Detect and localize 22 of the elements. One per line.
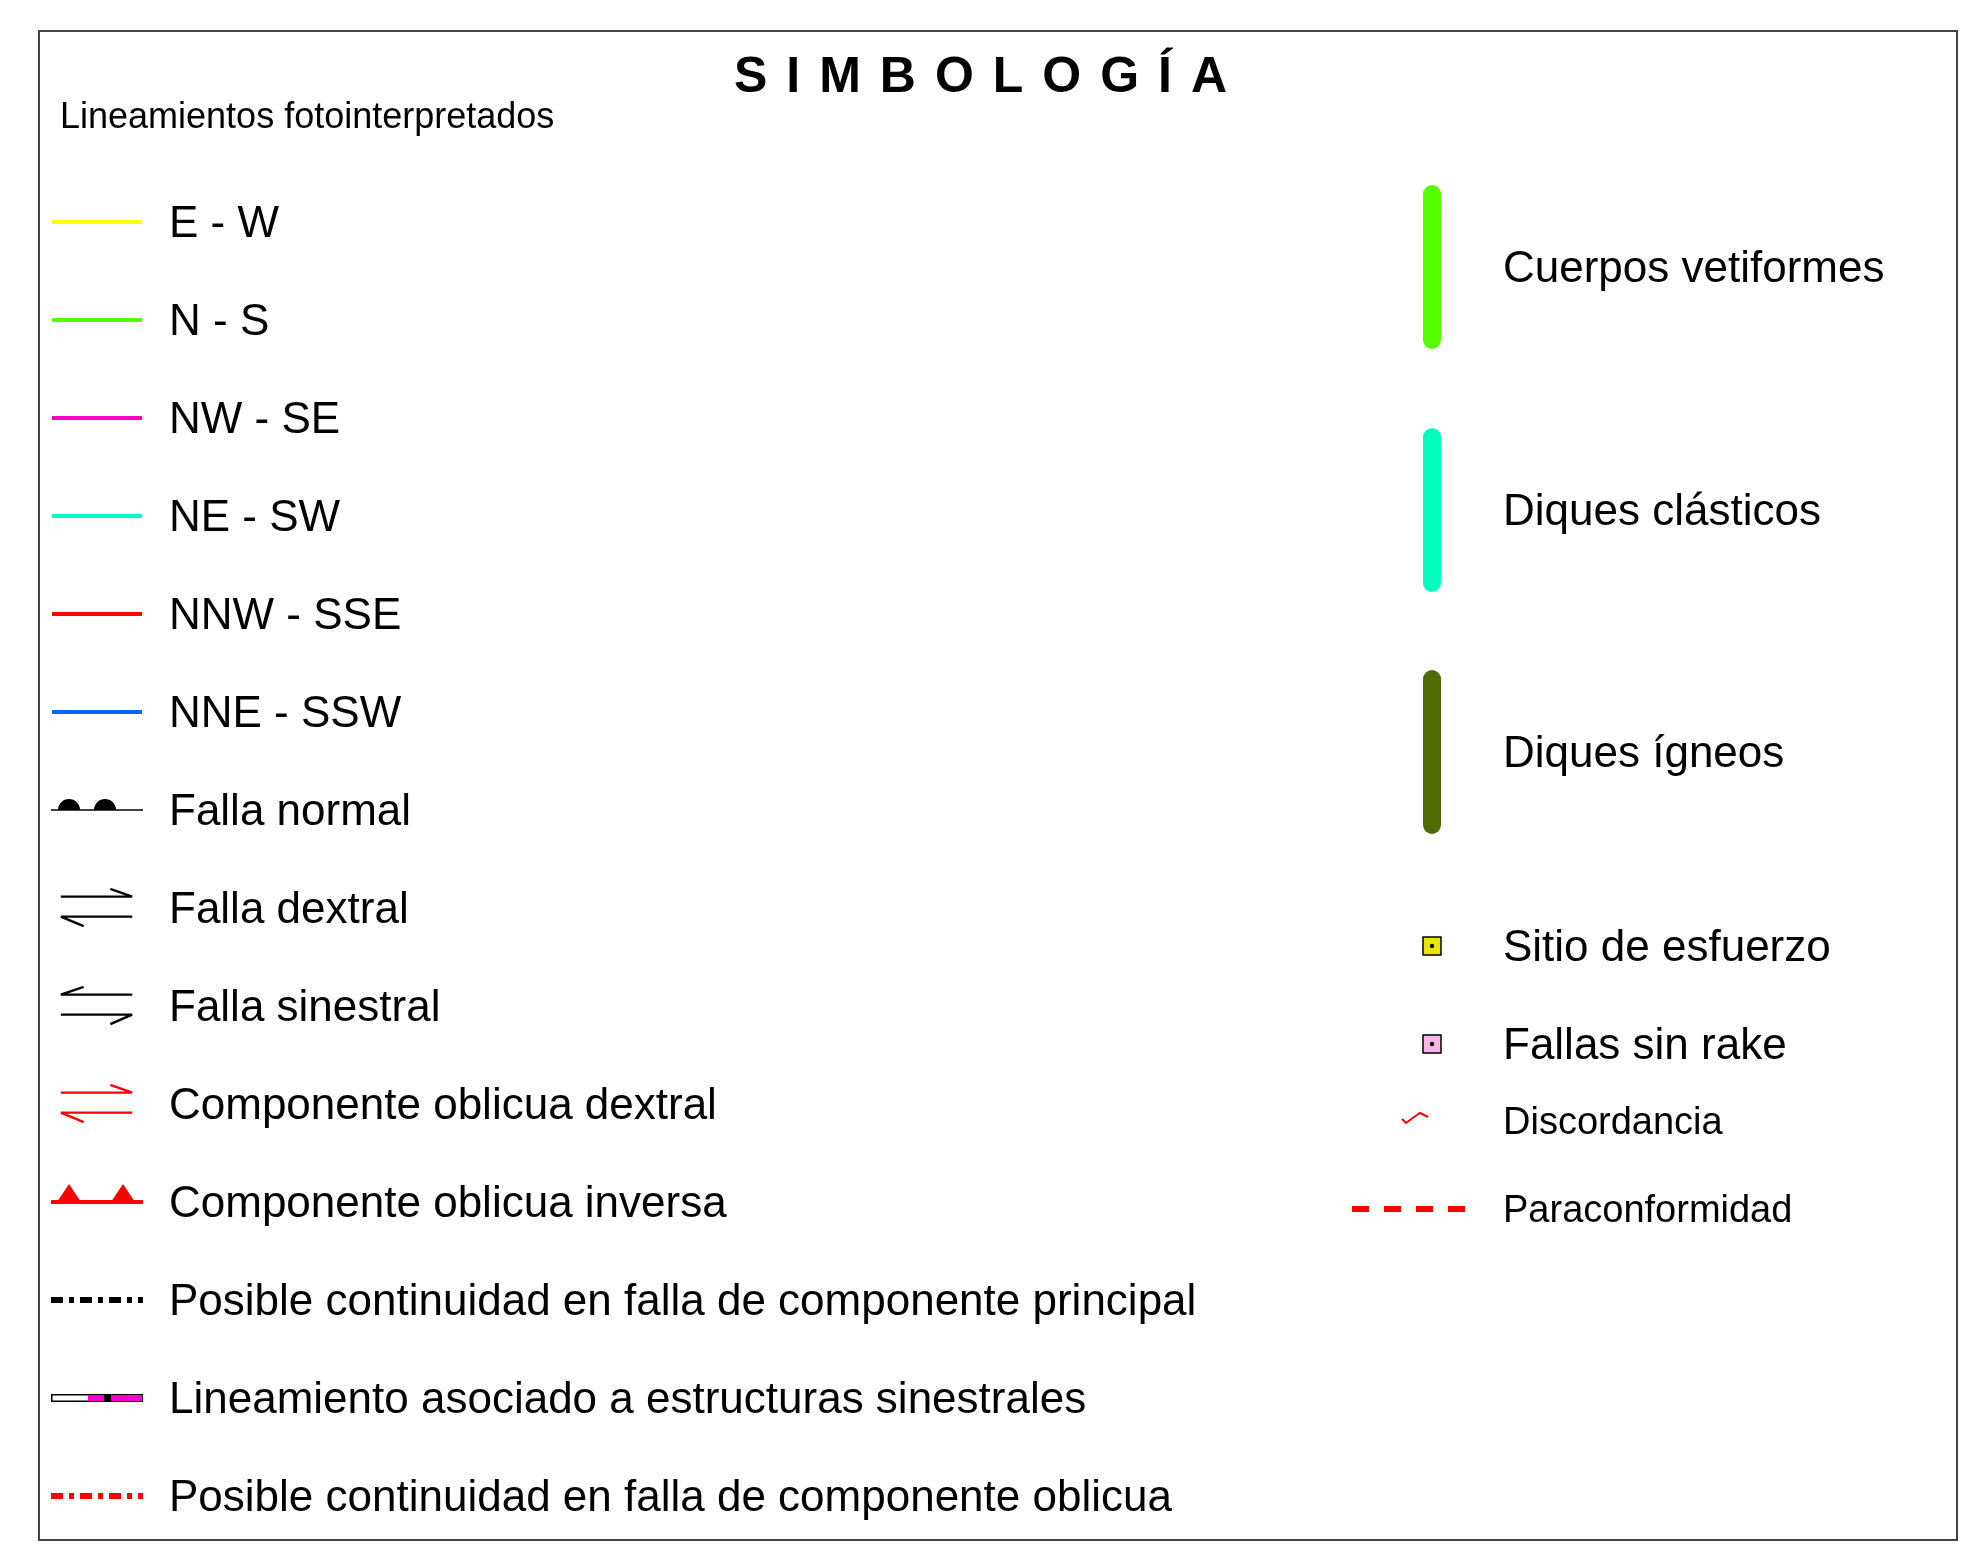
legend-label: Sitio de esfuerzo bbox=[1503, 924, 1831, 968]
legend-label: Componente oblicua inversa bbox=[169, 1180, 727, 1224]
legend-label: NNE - SSW bbox=[169, 690, 402, 734]
legend-label: Discordancia bbox=[1503, 1102, 1723, 1140]
legend-label: NE - SW bbox=[169, 494, 341, 538]
subheading: Lineamientos fotointerpretados bbox=[60, 98, 555, 134]
legend-label: N - S bbox=[169, 298, 270, 342]
legend-label: NNW - SSE bbox=[169, 592, 402, 636]
legend-label: Componente oblicua dextral bbox=[169, 1082, 717, 1126]
legend-label: Lineamiento asociado a estructuras sinestrales bbox=[169, 1376, 1087, 1420]
legend-label: Falla sinestral bbox=[169, 984, 441, 1028]
legend-label: Paraconformidad bbox=[1503, 1190, 1793, 1228]
legend-label: Posible continuidad en falla de componente principal bbox=[169, 1278, 1197, 1322]
legend-label: Fallas sin rake bbox=[1503, 1022, 1787, 1066]
legend-label: Diques ígneos bbox=[1503, 730, 1785, 774]
legend-label: E - W bbox=[169, 200, 279, 244]
legend-label: Posible continuidad en falla de componente oblicua bbox=[169, 1474, 1172, 1518]
legend-label: Falla dextral bbox=[169, 886, 409, 930]
legend-label: Falla normal bbox=[169, 788, 412, 832]
legend-label: NW - SE bbox=[169, 396, 341, 440]
legend-label: Cuerpos vetiformes bbox=[1503, 245, 1885, 289]
legend-label: Diques clásticos bbox=[1503, 488, 1821, 532]
